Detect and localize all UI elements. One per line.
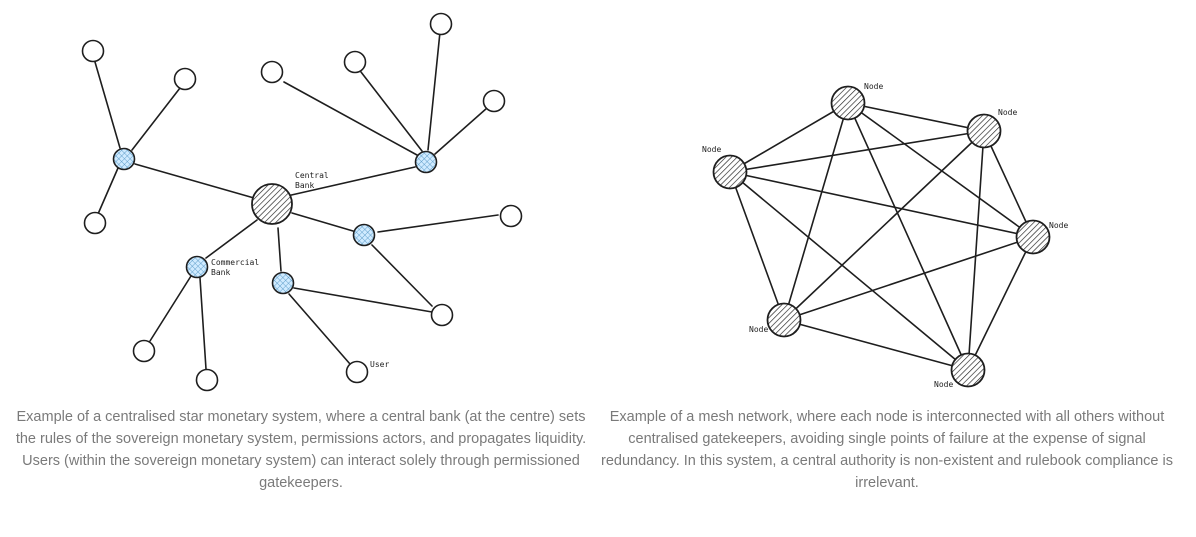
mesh-node (950, 352, 986, 388)
user-node (499, 204, 523, 228)
central-bank-node (251, 183, 293, 225)
mesh-node (830, 85, 866, 121)
user-node (429, 12, 453, 36)
user-label: User (370, 360, 389, 369)
star-edges (94, 31, 499, 370)
user-node (81, 39, 105, 63)
node-label: Node (702, 145, 721, 154)
mesh-node (1015, 219, 1051, 255)
user-node (173, 67, 197, 91)
central-bank-label-line1: Central (295, 171, 329, 180)
user-node (195, 368, 219, 392)
user-node (482, 89, 506, 113)
central-bank-label-line2: Bank (295, 181, 314, 190)
user-node (430, 303, 454, 327)
diagram-canvas: Central Bank Commercial Bank User (81, 12, 1068, 392)
user-node (260, 60, 284, 84)
mesh-node (766, 302, 802, 338)
mesh-edges (729, 102, 1034, 371)
star-diagram: Central Bank Commercial Bank User (81, 12, 523, 392)
user-node (83, 211, 107, 235)
user-node (132, 339, 156, 363)
mesh-nodes (712, 85, 1051, 388)
user-node (345, 360, 369, 384)
commercial-bank-node (352, 223, 376, 247)
commercial-bank-node (112, 147, 136, 171)
node-label: Node (864, 82, 883, 91)
mesh-node (966, 113, 1002, 149)
mesh-diagram: Node Node Node Node Node Node (702, 82, 1068, 389)
commercial-bank-label-line2: Bank (211, 268, 230, 277)
mesh-node (712, 154, 748, 190)
commercial-bank-node (271, 271, 295, 295)
commercial-bank-label-line1: Commercial (211, 258, 259, 267)
star-nodes (81, 12, 523, 392)
node-label: Node (998, 108, 1017, 117)
commercial-bank-node (185, 255, 209, 279)
mesh-diagram-caption: Example of a mesh network, where each no… (601, 409, 1173, 491)
node-label: Node (934, 380, 953, 389)
node-label: Node (1049, 221, 1068, 230)
star-diagram-caption: Example of a centralised star monetary s… (15, 409, 587, 491)
user-node (343, 50, 367, 74)
node-label: Node (749, 325, 768, 334)
commercial-bank-node (414, 150, 438, 174)
